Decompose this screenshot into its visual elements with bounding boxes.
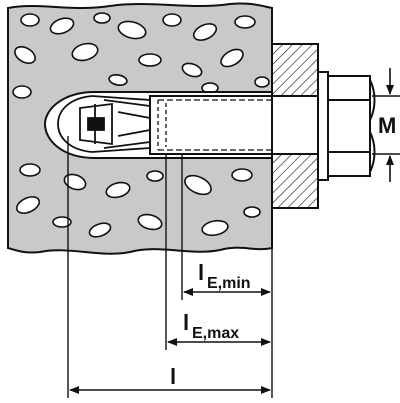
aggregate-stones [12,12,270,238]
dimension-m [372,68,400,182]
label-le-min-l: l [198,260,204,285]
label-le-max-sub: E,max [192,325,239,342]
label-m: M [378,113,396,138]
washer-and-nut [317,71,376,181]
label-le-max-l: l [183,310,189,335]
label-le-min-sub: E,min [207,275,251,292]
extension-lines [67,136,273,398]
fixture-plate [271,43,319,209]
expansion-sleeve [57,95,151,153]
label-l: l [170,364,176,389]
